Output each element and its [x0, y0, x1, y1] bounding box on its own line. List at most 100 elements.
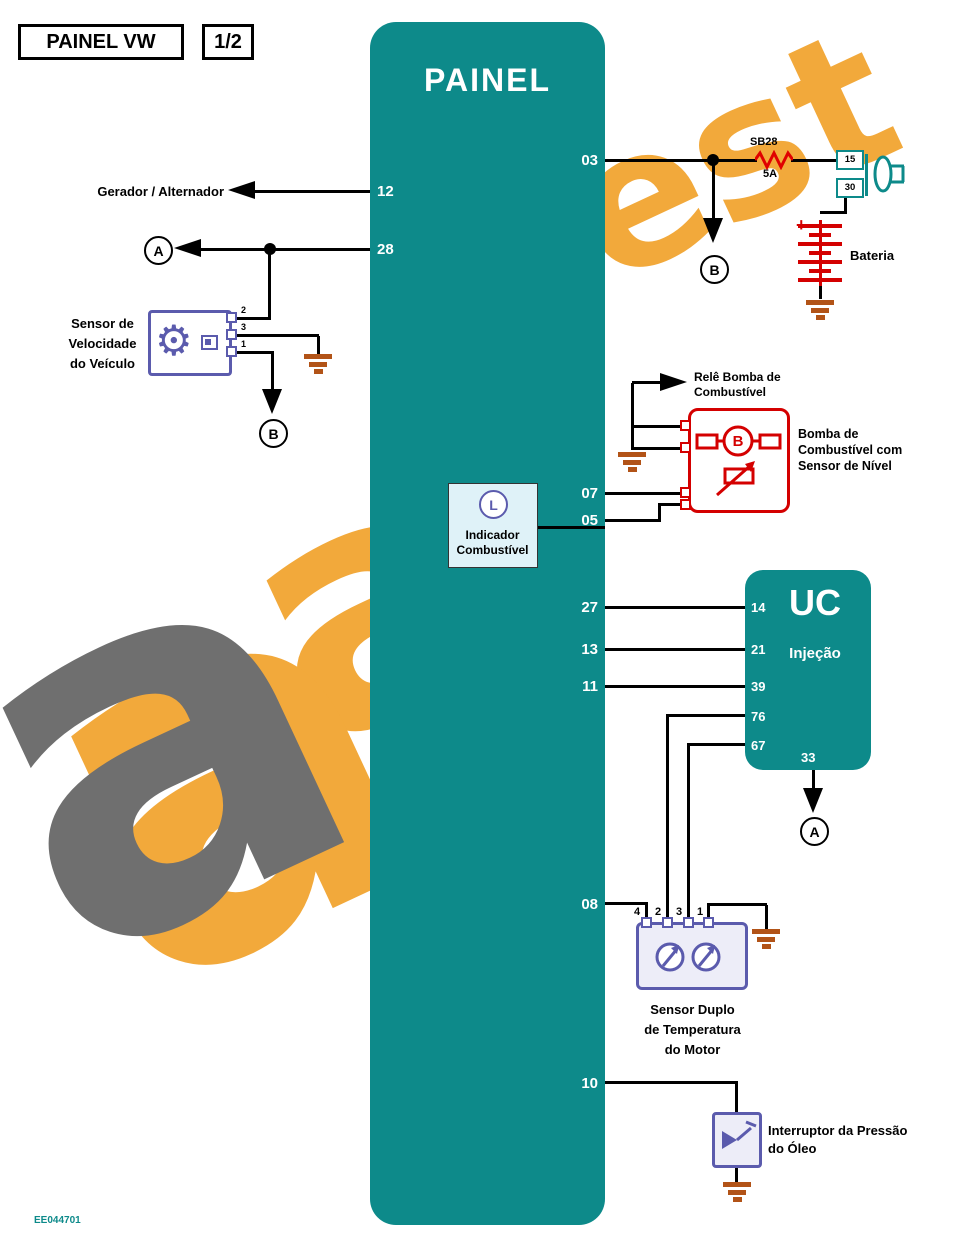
wire-pin07: [605, 492, 683, 495]
speed-sensor-pin1: 1: [241, 339, 247, 349]
wire-speedsensor-pin1: [237, 351, 274, 354]
page-title: PAINEL VW: [18, 24, 184, 60]
speed-sensor-pickup: [201, 335, 218, 350]
bomba-label: Bomba de Combustível com Sensor de Nível: [798, 426, 902, 474]
ground-icon-oil-switch: [723, 1182, 751, 1205]
connector-ref-a-left: A: [144, 236, 173, 265]
bomba-box: B: [688, 408, 790, 513]
wire-33-down: [811, 770, 815, 790]
uc-box: [745, 570, 871, 770]
temp-sensor-label-1: Sensor Duplo: [650, 1002, 735, 1017]
wire-pin28: [196, 248, 370, 251]
offpage-arrow-gerador-icon: [228, 181, 255, 199]
wire-ignition-to-battery-v: [844, 196, 847, 213]
temp-pin-1: 1: [697, 906, 704, 918]
battery-plate: [809, 251, 831, 255]
painel-pin-05: 05: [581, 512, 598, 529]
temp-sensor-label: Sensor Duplo de Temperatura do Motor: [625, 1000, 760, 1060]
temp-sensor-symbol: [655, 942, 721, 972]
wire-speedsensor-pin3: [237, 334, 319, 337]
wire-pin05-to-bomba: [658, 503, 684, 506]
indicador-lamp-icon: L: [479, 490, 508, 519]
painel-pin-08: 08: [581, 896, 598, 913]
uc-pin-33: 33: [801, 750, 816, 765]
arrow-down-to-b-left-icon: [262, 389, 282, 414]
wire-pin08-h: [605, 902, 648, 905]
indicador-label: Indicador Combustível: [449, 528, 536, 558]
battery-plus: +: [796, 215, 807, 235]
ground-icon-speed-sensor: [304, 354, 332, 377]
wire-pin03-a: [605, 159, 757, 162]
wire-pin10-v: [735, 1083, 738, 1113]
bomba-stub-feed: [680, 420, 691, 431]
wire-76-h: [666, 714, 745, 717]
bomba-b-letter: B: [733, 433, 744, 450]
ground-icon-battery: [806, 300, 834, 323]
temp-sensor-box: [636, 922, 748, 990]
bomba-stub-05: [680, 499, 691, 510]
wire-bomba-ground-h: [632, 447, 690, 450]
temp-pin-3: 3: [676, 906, 683, 918]
indicador-label-2: Combustível: [456, 543, 529, 557]
temp-stub-3: [683, 917, 694, 928]
wire-pin08-v: [645, 904, 648, 922]
wire-67-v: [686, 745, 690, 922]
painel-pin-10: 10: [581, 1075, 598, 1092]
wire-76-v: [665, 716, 669, 922]
connector-ref-b-left: B: [259, 419, 288, 448]
bomba-label-2: Combustível com: [798, 443, 903, 457]
wire-speedsensor-pin2: [237, 317, 271, 320]
fuse-rating: 5A: [763, 168, 778, 180]
wire-temp1-v-up: [706, 905, 710, 922]
painel-pin-07: 07: [581, 485, 598, 502]
wire-temp1-h: [707, 903, 767, 906]
speed-sensor-pin2: 2: [241, 305, 247, 315]
battery-plate: [809, 233, 831, 237]
battery-plate: [798, 242, 842, 246]
connector-ref-b-right: B: [700, 255, 729, 284]
wire-67-h: [687, 743, 745, 746]
speed-sensor-box: ⚙: [148, 310, 232, 376]
wire-junction-to-speedsensor: [268, 249, 271, 320]
oil-pressure-switch-box: [712, 1112, 762, 1168]
oil-pressure-switch-symbol: [722, 1120, 757, 1149]
speed-sensor-stub-3: [226, 329, 237, 340]
painel-pin-03: 03: [581, 152, 598, 169]
ignition-switch: 15 30: [836, 146, 906, 202]
uc-pin-14: 14: [751, 600, 766, 615]
wire-ignition-to-battery-h: [820, 211, 847, 214]
speed-sensor-stub-2: [226, 312, 237, 323]
wire-27-14: [605, 606, 745, 609]
gear-icon: ⚙: [155, 317, 193, 364]
battery-plate: [798, 224, 842, 228]
bomba-label-3: Sensor de Nível: [798, 459, 892, 473]
arrow-down-to-b-right-icon: [703, 218, 723, 243]
uc-pin-21: 21: [751, 642, 766, 657]
speed-sensor-label-2: Velocidade: [68, 336, 137, 351]
pickup-core: [205, 339, 211, 345]
wire-pin03-b: [791, 159, 838, 162]
wire-junction03-down: [711, 161, 715, 219]
wire-11-39: [605, 685, 745, 688]
battery-plate: [809, 269, 831, 273]
wire-oil-switch-ground: [735, 1168, 738, 1182]
temp-stub-1: [703, 917, 714, 928]
oil-pressure-switch-label: Interruptor da Pressão do Óleo: [768, 1122, 907, 1158]
ignition-terminal-30: 30: [836, 178, 864, 198]
wire-rele-to-bomba: [632, 425, 690, 428]
painel-pin-27: 27: [581, 599, 598, 616]
temp-stub-2: [662, 917, 673, 928]
wire-temp1-gnd-v: [764, 905, 768, 929]
wire-rele-v: [630, 383, 634, 450]
painel-title: PAINEL: [424, 62, 551, 98]
fuse-name: SB28: [750, 136, 778, 148]
temp-pin-2: 2: [655, 906, 662, 918]
painel-box: [370, 22, 605, 1225]
speed-sensor-pin3: 3: [241, 322, 247, 332]
speed-sensor-label-1: Sensor de: [71, 316, 134, 331]
wire-speedsensor-pin1-down: [271, 353, 274, 390]
uc-pin-39: 39: [751, 679, 766, 694]
junction-dot-28: [264, 243, 276, 255]
offpage-arrow-a-icon: [174, 239, 201, 257]
